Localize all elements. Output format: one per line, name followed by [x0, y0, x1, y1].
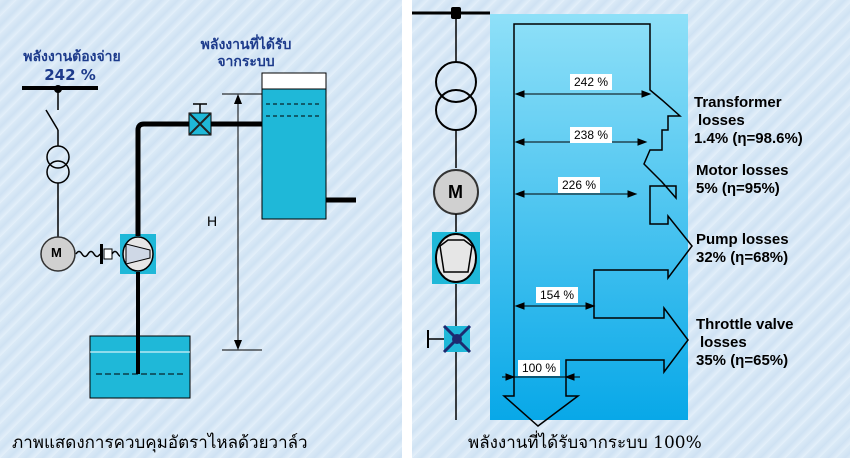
throttle-losses-label: Throttle valve losses 35% (η=65%) — [696, 316, 794, 370]
pump-losses-label: Pump losses 32% (η=68%) — [696, 231, 789, 267]
pump-system-panel: พลังงานต้องจ่าย 242 % พลังงานที่ได้รับ จ… — [0, 0, 402, 458]
energy-received-label: พลังงานที่ได้รับ — [200, 37, 292, 53]
transformer-icon — [46, 145, 70, 184]
energy-received-sublabel: จากระบบ — [217, 54, 275, 70]
shaft-coupling-icon — [75, 244, 125, 264]
transformer-losses-title: Transformer — [694, 94, 782, 111]
height-label: H — [207, 213, 218, 229]
flow-percent-100: 100 % — [518, 360, 561, 376]
pump-icon — [120, 234, 156, 274]
flow-percent-242: 242 % — [570, 74, 613, 90]
motor-losses-label: Motor losses 5% (η=95%) — [696, 162, 789, 198]
lower-tank — [89, 335, 191, 399]
motor-label: M — [448, 182, 463, 202]
energy-flow-outline — [502, 23, 693, 427]
pump-losses-title: Pump losses — [696, 231, 789, 248]
valve-icon — [427, 324, 472, 354]
height-dimension — [222, 93, 262, 351]
measurement-arrows — [502, 90, 652, 381]
throttle-losses-value: 35% (η=65%) — [696, 352, 789, 369]
motor-icon — [40, 236, 76, 272]
throttle-losses-subtitle: losses — [700, 334, 747, 351]
pump-icon — [432, 232, 480, 284]
energy-flow-diagram — [412, 7, 693, 427]
transformer-icon — [435, 61, 477, 131]
throttle-losses-title: Throttle valve — [696, 316, 794, 333]
transformer-losses-label: Transformer losses 1.4% (η=98.6%) — [694, 94, 803, 148]
energy-flow-panel: M 242 % 238 % 226 % 154 % 100 % Transfor… — [412, 0, 850, 458]
left-caption: ภาพแสดงการควบคุมอัตราไหลด้วยวาล์ว — [12, 433, 308, 453]
valve-icon — [188, 103, 212, 136]
upper-tank — [261, 72, 356, 220]
right-caption: พลังงานที่ได้รับจากระบบ 100% — [468, 433, 702, 453]
flow-percent-226: 226 % — [558, 177, 601, 193]
motor-losses-value: 5% (η=95%) — [696, 180, 780, 197]
transformer-losses-value: 1.4% (η=98.6%) — [694, 130, 803, 147]
discharge-pipe — [135, 121, 262, 236]
energy-supplied-label: พลังงานต้องจ่าย — [23, 49, 121, 65]
pump-system-diagram — [22, 72, 356, 399]
motor-losses-title: Motor losses — [696, 162, 789, 179]
switch-icon — [45, 109, 59, 131]
motor-label: M — [51, 245, 62, 260]
energy-supplied-value: 242 % — [44, 66, 96, 84]
transformer-losses-subtitle: losses — [698, 112, 745, 129]
flow-percent-238: 238 % — [570, 127, 613, 143]
electrical-chain — [412, 7, 490, 420]
flow-percent-154: 154 % — [536, 287, 579, 303]
pump-losses-value: 32% (η=68%) — [696, 249, 789, 266]
